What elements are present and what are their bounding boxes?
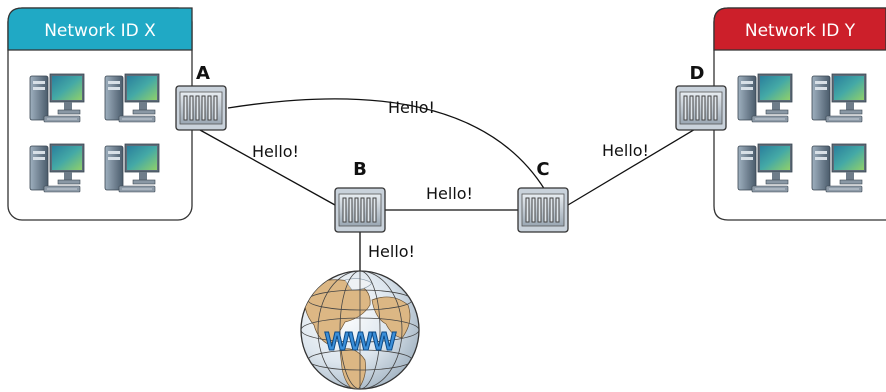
- router-b: B: [334, 159, 386, 233]
- network-x-box: Network ID X: [7, 7, 193, 221]
- router-a: A: [175, 63, 227, 131]
- network-y-header: [713, 7, 886, 51]
- link-a-b: [199, 129, 336, 206]
- router-icon: [334, 187, 386, 233]
- www-label: WWW: [325, 326, 397, 356]
- hello-label-b-c: Hello!: [426, 184, 473, 203]
- hello-label-a-c: Hello!: [388, 98, 435, 117]
- network-x-header: [7, 7, 193, 51]
- router-icon: [675, 85, 727, 131]
- hello-label-a-b: Hello!: [252, 142, 299, 161]
- links: [199, 98, 703, 272]
- hello-label-c-d: Hello!: [602, 141, 649, 160]
- link-a-c: [227, 98, 546, 191]
- internet-globe: WWW: [300, 270, 420, 390]
- router-d-label: D: [690, 63, 705, 84]
- router-c-label: C: [536, 159, 549, 180]
- router-b-label: B: [353, 159, 367, 180]
- router-d: D: [675, 63, 727, 131]
- network-y-box: Network ID Y: [713, 7, 886, 221]
- router-icon: [517, 187, 569, 233]
- router-c: C: [517, 159, 569, 233]
- router-a-label: A: [196, 63, 210, 84]
- router-icon: [175, 85, 227, 131]
- link-c-d: [567, 124, 703, 206]
- hello-label-b-internet: Hello!: [368, 242, 415, 261]
- network-x-title: Network ID X: [44, 21, 156, 41]
- globe-continents: [304, 278, 411, 389]
- network-y-title: Network ID Y: [745, 21, 856, 41]
